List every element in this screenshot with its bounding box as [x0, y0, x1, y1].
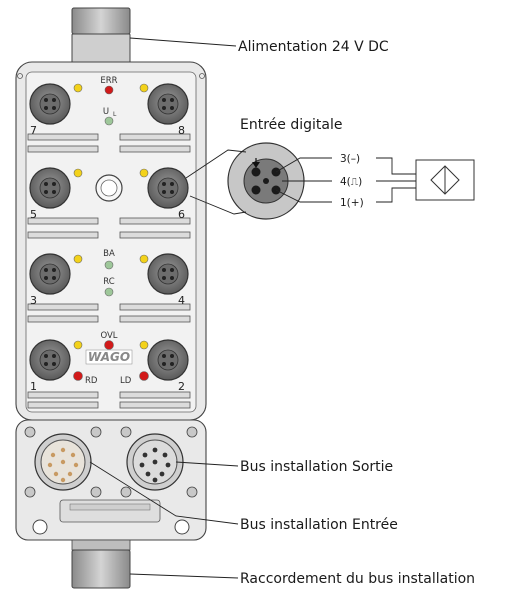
bus-connector-out [126, 433, 184, 491]
io-port-7 [29, 83, 71, 125]
housing-screws [24, 426, 198, 498]
led-label-ul: U [103, 107, 109, 117]
mounting-hole [95, 174, 123, 202]
bus-connector-in [34, 433, 92, 491]
io-port-6 [147, 167, 189, 209]
pin-label-3: 3(–) [340, 153, 360, 165]
port-label-2: 2 [178, 380, 185, 393]
sensor-symbol [415, 159, 475, 201]
row-dividers [27, 133, 191, 409]
port-label-8: 8 [178, 124, 185, 137]
callout-digital-input: Entrée digitale [240, 117, 342, 133]
port-label-1: 1 [30, 380, 37, 393]
port-label-4: 4 [178, 294, 185, 307]
led-label-rd: RD [85, 376, 98, 386]
led-label-ul-sub: L [113, 111, 117, 118]
pin-label-1: 1(+) [340, 197, 364, 209]
svg-text:WAGO: WAGO [88, 350, 130, 364]
wago-logo: WAGO [85, 349, 133, 365]
io-port-8 [147, 83, 189, 125]
led-label-err: ERR [100, 76, 117, 86]
port-label-5: 5 [30, 208, 37, 221]
callout-bus-in: Bus installation Entrée [240, 517, 398, 533]
callout-bus-out: Bus installation Sortie [240, 459, 393, 475]
io-port-3 [29, 253, 71, 295]
port-label-3: 3 [30, 294, 37, 307]
led-label-ld: LD [120, 376, 132, 386]
port-label-6: 6 [178, 208, 185, 221]
port-label-7: 7 [30, 124, 37, 137]
pin-label-4: 4(⎍) [340, 176, 362, 188]
bus-connection-cap [71, 539, 131, 589]
led-label-rc: RC [103, 277, 114, 287]
io-port-4 [147, 253, 189, 295]
io-port-2 [147, 339, 189, 381]
leader-lines [89, 37, 416, 579]
led-label-ba: BA [103, 249, 115, 259]
digital-input-detail [227, 142, 305, 220]
io-port-1 [29, 339, 71, 381]
callout-bus-connection: Raccordement du bus installation [240, 571, 475, 587]
power-connector-cap [67, 7, 135, 69]
io-port-5 [29, 167, 71, 209]
led-label-ovl: OVL [100, 331, 117, 341]
callout-power: Alimentation 24 V DC [238, 39, 389, 55]
status-leds [73, 83, 149, 381]
